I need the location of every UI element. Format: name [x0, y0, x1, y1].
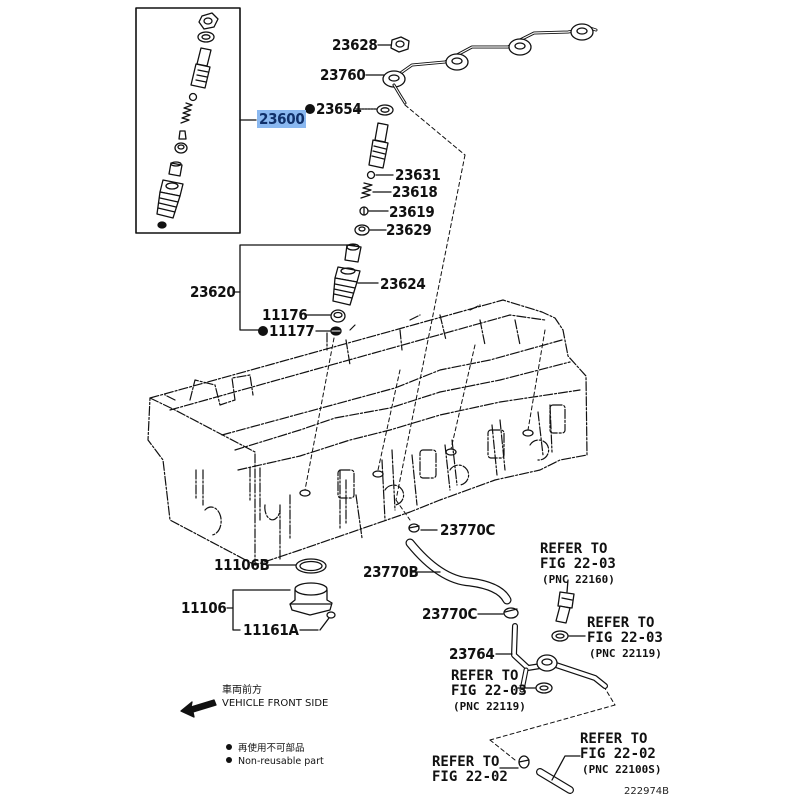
label-23600-highlighted[interactable]: 23600 [257, 110, 307, 128]
label-11177[interactable]: 11177 [258, 322, 315, 340]
ref-line1: REFER TO [587, 615, 655, 631]
ref-line1: REFER TO [540, 541, 608, 557]
guide-lines [304, 104, 616, 761]
reference-pnc-22119-right[interactable]: REFER TO FIG 22-03 (PNC 22119) [587, 616, 663, 661]
nozzle-holder-icon [368, 122, 389, 169]
clip-23770c-top-icon [408, 523, 420, 533]
clip-23770c-bottom-icon [503, 607, 519, 619]
legend: 再使用不可部品 Non-reusable part [226, 742, 324, 768]
ref-pnc: (PNC 22119) [453, 700, 526, 713]
non-reusable-dot-icon [305, 104, 315, 114]
pipe-23764-icon [511, 623, 608, 693]
ref-line2: FIG 22-03 [540, 556, 616, 572]
ref-pnc: (PNC 22119) [589, 647, 662, 660]
ref-line2: FIG 22-02 [580, 746, 656, 762]
label-23631[interactable]: 23631 [395, 166, 441, 184]
inset-nut-icon [198, 12, 219, 30]
inset-spring-icon [180, 102, 193, 124]
label-11106b[interactable]: 11106B [214, 556, 270, 574]
label-23654[interactable]: 23654 [305, 100, 362, 118]
label-11106[interactable]: 11106 [181, 599, 227, 617]
label-23770b[interactable]: 23770B [363, 563, 419, 581]
front-arrow-icon [180, 699, 217, 718]
washer-23654-icon [376, 104, 394, 116]
injection-pipe-23760 [382, 23, 598, 105]
gasket-22119-left-icon [535, 682, 553, 694]
ref-line1: REFER TO [451, 668, 519, 684]
reference-pnc-22160[interactable]: REFER TO FIG 22-03 (PNC 22160) [540, 542, 616, 587]
direction-japanese: 車両前方 [222, 685, 262, 696]
non-reusable-dot-icon [226, 757, 232, 763]
label-23618[interactable]: 23618 [392, 183, 438, 201]
gasket-11176-icon [330, 309, 346, 323]
ref-line2: FIG 22-03 [451, 683, 527, 699]
label-23624[interactable]: 23624 [380, 275, 426, 293]
label-23629[interactable]: 23629 [386, 221, 432, 239]
ref-line1: REFER TO [580, 731, 648, 747]
ball-23631-icon [366, 170, 376, 180]
ref-line2: FIG 22-03 [587, 630, 663, 646]
reference-pnc-22119-left[interactable]: REFER TO FIG 22-03 (PNC 22119) [451, 669, 527, 714]
plug-11106-icon [289, 582, 333, 616]
reference-fig-22-02-left[interactable]: REFER TO FIG 22-02 [432, 755, 508, 785]
injector-holes [299, 429, 534, 497]
label-23770c-top[interactable]: 23770C [440, 521, 496, 539]
figure-id: 222974B [624, 786, 670, 797]
pin-23619-icon [359, 206, 369, 216]
label-23764[interactable]: 23764 [449, 645, 495, 663]
legend-japanese: 再使用不可部品 [226, 742, 324, 755]
direction-english: VEHICLE FRONT SIDE [222, 698, 329, 709]
inset-holder-icon [190, 47, 212, 89]
inset-washer-icon [197, 31, 215, 43]
non-reusable-dot-icon [258, 326, 268, 336]
label-23628[interactable]: 23628 [332, 36, 378, 54]
label-23654-text: 23654 [316, 100, 362, 118]
label-11176[interactable]: 11176 [262, 306, 308, 324]
label-23620[interactable]: 23620 [190, 283, 236, 301]
legend-english: Non-reusable part [226, 755, 324, 768]
ref-pnc: (PNC 22100S) [582, 763, 662, 776]
spacer-23629-icon [354, 224, 370, 236]
cylinder-head-drawing [147, 299, 588, 566]
nozzle-assembly-inset [135, 7, 241, 234]
label-23760[interactable]: 23760 [320, 66, 366, 84]
inset-nozzle-body-icon [156, 179, 184, 219]
non-reusable-dot-icon [226, 744, 232, 750]
label-11177-text: 11177 [269, 322, 315, 340]
ref-line2: FIG 22-02 [432, 769, 508, 785]
nozzle-23620-top-icon [344, 243, 362, 263]
banjo-bolt-22160-icon [555, 591, 575, 624]
clip-fig2202-icon [518, 755, 530, 769]
legend-japanese-text: 再使用不可部品 [238, 743, 305, 754]
label-23619[interactable]: 23619 [389, 203, 435, 221]
legend-english-text: Non-reusable part [238, 756, 324, 767]
label-11161a[interactable]: 11161A [243, 621, 299, 639]
ref-line1: REFER TO [432, 754, 500, 770]
label-23770c-bottom[interactable]: 23770C [422, 605, 478, 623]
pin-11161a-icon [319, 611, 336, 631]
hose-22100s-icon [536, 768, 574, 794]
ref-pnc: (PNC 22160) [542, 573, 615, 586]
reference-pnc-22100s[interactable]: REFER TO FIG 22-02 (PNC 22100S) [580, 732, 661, 777]
gasket-22119-right-icon [551, 630, 569, 642]
hose-23770b-icon [405, 538, 512, 605]
gasket-11106b-icon [295, 558, 327, 574]
nut-23628-icon [390, 36, 410, 53]
spring-23618-icon [360, 182, 373, 199]
vehicle-front-side-note: 車両前方 VEHICLE FRONT SIDE [222, 684, 328, 710]
seal-11177-icon [330, 326, 342, 336]
nozzle-body-23624-icon [332, 266, 361, 306]
